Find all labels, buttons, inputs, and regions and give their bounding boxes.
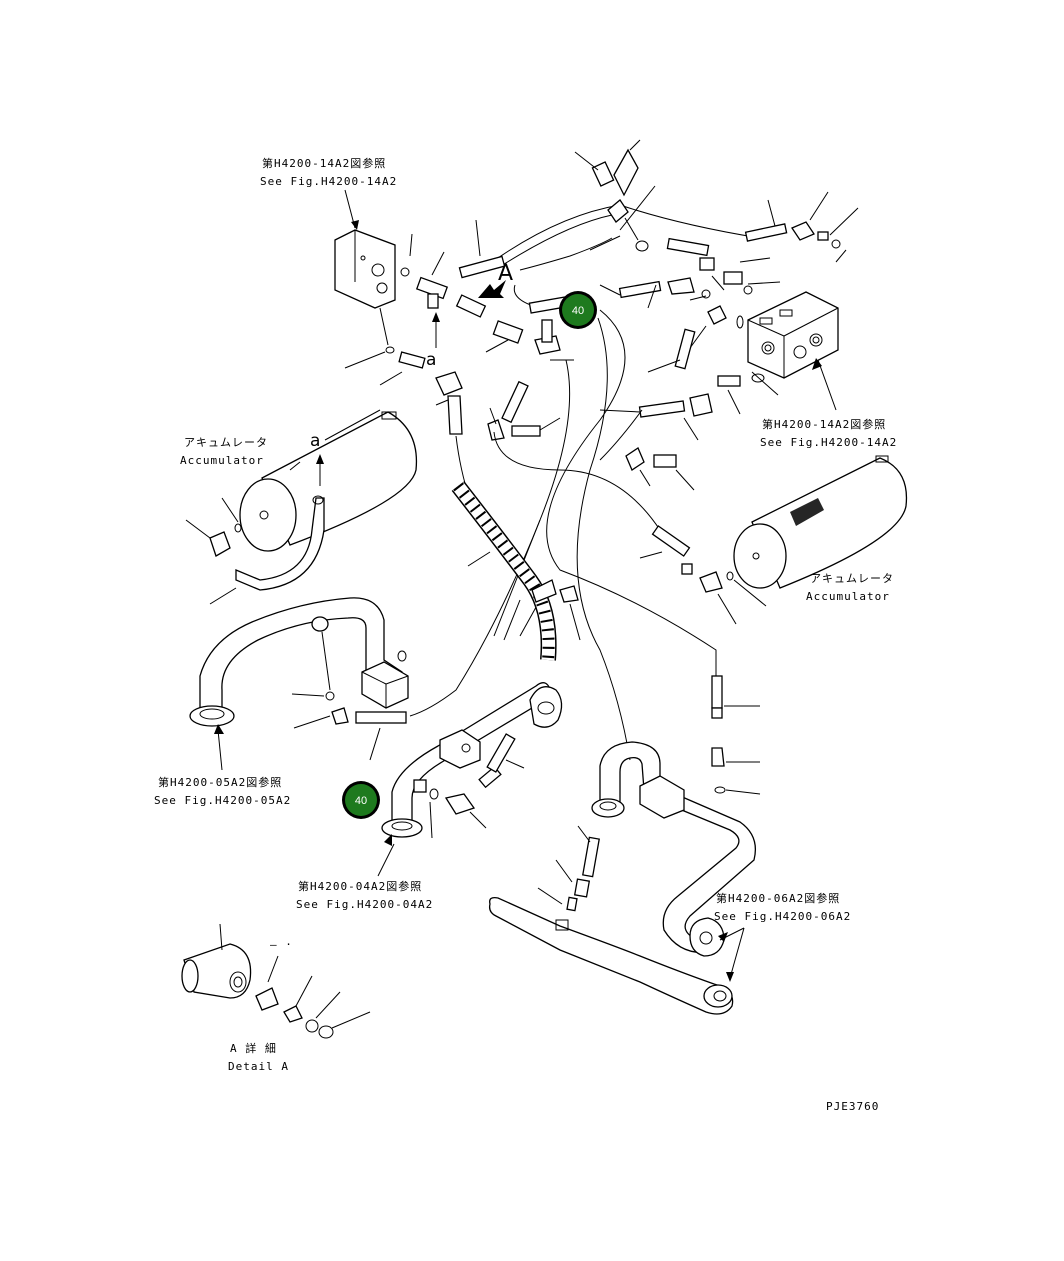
ref-left-pipe: 第H4200-05A2図参照 See Fig.H4200-05A2 xyxy=(154,775,291,807)
ref-center-pipe: 第H4200-04A2図参照 See Fig.H4200-04A2 xyxy=(296,879,433,911)
ref-center-pipe-en: See Fig.H4200-04A2 xyxy=(296,898,433,911)
ref-left-pipe-jp: 第H4200-05A2図参照 xyxy=(158,775,282,789)
part-badge-top[interactable]: 40 xyxy=(559,291,597,329)
tee-fitting xyxy=(400,233,449,348)
ref-right-block-jp: 第H4200-14A2図参照 xyxy=(762,417,886,431)
accumulator-right xyxy=(699,455,908,625)
wrapped-hose xyxy=(451,481,581,661)
pipe-center-04A2 xyxy=(355,682,563,877)
ref-right-pipe-jp: 第H4200-06A2図参照 xyxy=(716,891,840,905)
ref-top-left-jp: 第H4200-14A2図参照 xyxy=(262,156,386,170)
lower-left-fittings: a xyxy=(379,350,463,435)
top-right-fittings xyxy=(599,191,859,309)
top-bracket xyxy=(574,139,656,252)
ref-top-left: 第H4200-14A2図参照 See Fig.H4200-14A2 xyxy=(260,156,397,230)
ref-left-pipe-en: See Fig.H4200-05A2 xyxy=(154,794,291,807)
ref-right-pipe-en: See Fig.H4200-06A2 xyxy=(714,910,851,923)
top-hoses xyxy=(455,204,761,361)
part-badge-bottom[interactable]: 40 xyxy=(342,781,380,819)
center-fittings xyxy=(487,375,741,491)
hose-lines xyxy=(409,309,717,761)
valve-block-right xyxy=(647,291,839,411)
accum-left-en: Accumulator xyxy=(180,454,264,467)
valve-block-left xyxy=(334,229,396,369)
detail-a-en: Detail A xyxy=(228,1060,289,1073)
ref-right-block-en: See Fig.H4200-14A2 xyxy=(760,436,897,449)
pipe-left-05A2 xyxy=(189,597,409,771)
accum-left-label: アキュムレータ Accumulator xyxy=(180,436,268,467)
ref-right-block: 第H4200-14A2図参照 See Fig.H4200-14A2 xyxy=(760,417,897,449)
pipe-right-06A2 xyxy=(488,675,761,1015)
accum-left-jp: アキュムレータ xyxy=(184,436,268,449)
detail-a-jp: A 詳 細 xyxy=(230,1041,277,1055)
detail-a: — · A 詳 細 Detail A xyxy=(181,923,371,1073)
badge-label-top: 40 xyxy=(572,305,584,317)
accum-right-label: アキュムレータ Accumulator xyxy=(806,572,894,603)
drawing-code: PJE3760 xyxy=(826,1100,879,1113)
badge-label-bottom: 40 xyxy=(355,795,367,807)
marker-a-accum: a xyxy=(310,431,320,451)
detail-dash: — · xyxy=(270,938,293,951)
ref-center-pipe-jp: 第H4200-04A2図参照 xyxy=(298,879,422,893)
accumulator-left: a xyxy=(185,409,418,605)
marker-a-top: a xyxy=(426,350,436,370)
accum-right-jp: アキュムレータ xyxy=(810,572,894,585)
accum-right-en: Accumulator xyxy=(806,590,890,603)
ref-right-pipe: 第H4200-06A2図参照 See Fig.H4200-06A2 xyxy=(714,891,851,923)
ref-top-left-en: See Fig.H4200-14A2 xyxy=(260,175,397,188)
